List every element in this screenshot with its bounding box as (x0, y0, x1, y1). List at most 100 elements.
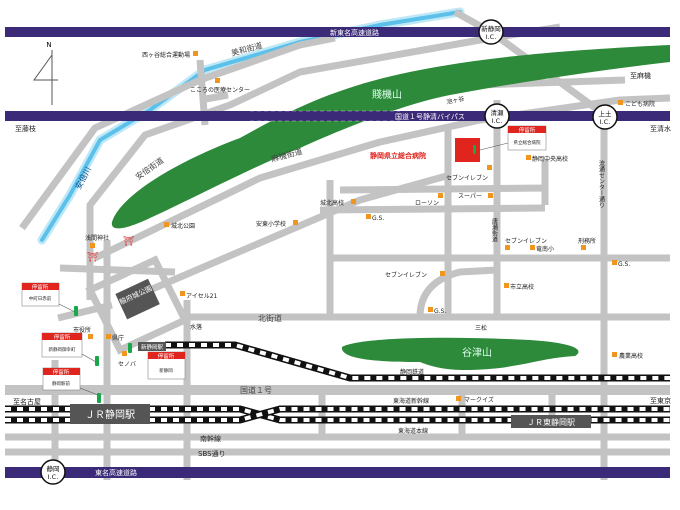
svg-text:ＪＲ東静岡駅: ＪＲ東静岡駅 (527, 417, 575, 427)
poi-gs3: G.S. (434, 308, 446, 315)
bus-stop-kenritsu: 停留所 県立総合病院 (507, 125, 547, 151)
svg-text:I.C.: I.C. (492, 117, 503, 125)
poi-kodomo: こども病院 (625, 100, 655, 108)
to-nagoya: 至名古屋 (13, 397, 41, 406)
poi-seven3: セブンイレブン (385, 271, 427, 279)
tomei-label: 東名高速道路 (95, 468, 137, 477)
svg-text:県立総合病院: 県立総合病院 (514, 139, 541, 146)
ic-shizuoka: 静岡I.C. (40, 459, 66, 485)
bus-stop-ekimae: 停留所 静岡駅前 (42, 367, 101, 403)
shin-tomei-expressway (5, 27, 670, 37)
bus-stop-icon (95, 356, 99, 366)
bus-stop-nakamachi: 停留所 中町日赤前 (21, 282, 78, 316)
kita-road-label: 北街道 (258, 313, 282, 323)
poi-sengen: 浅間神社 (85, 234, 109, 242)
bus-stop-goko: 停留所 新静岡御幸町 (41, 332, 99, 366)
nankan-label: 南幹線 (200, 434, 221, 443)
poi-ando: 安東小学校 (256, 220, 286, 228)
poi-ryunan: 竜南小 (536, 245, 554, 253)
poi-chuo-high: 静岡中央高校 (532, 155, 568, 163)
svg-text:停留所: 停留所 (32, 283, 49, 291)
tomei-expressway (5, 467, 670, 478)
poi-pref: 県庁 (112, 334, 124, 342)
ic-agetsuchi: 上土I.C. (592, 104, 618, 130)
poi-cenova: セノバ (118, 361, 136, 368)
bus-stop-icon (74, 306, 78, 316)
svg-text:I.C.: I.C. (600, 118, 611, 126)
svg-text:静岡駅前: 静岡駅前 (52, 380, 70, 387)
poi-agri-high: 農業高校 (619, 352, 643, 360)
svg-text:新静岡駅: 新静岡駅 (141, 343, 164, 351)
poi-marks: マークイズ (464, 396, 494, 404)
svg-text:ＪＲ静岡駅: ＪＲ静岡駅 (85, 408, 135, 421)
poi-seven1: セブンイレブン (446, 174, 488, 182)
pois: 西ヶ谷総合運動場 こころの医療センター こども病院 静岡中央高校 セブンイレブン… (73, 51, 655, 404)
ryutsu-road-label: 流通センター通り (598, 159, 605, 208)
station-shizuoka: ＪＲ静岡駅 (70, 404, 150, 424)
svg-text:停留所: 停留所 (54, 333, 71, 341)
station-higashi-shizuoka: ＪＲ東静岡駅 (511, 415, 591, 428)
poi-seven2: セブンイレブン (505, 237, 547, 245)
sunpu-park: 駿府城公園 (115, 278, 160, 320)
svg-text:中町日赤前: 中町日赤前 (29, 295, 52, 302)
station-shin-shizuoka: 新静岡駅 (138, 342, 166, 351)
honsen-label: 東海道本線 (398, 427, 428, 435)
karase-road-label: 唐瀬街道 (491, 217, 498, 243)
bypass-expressway (5, 111, 670, 121)
svg-text:I.C.: I.C. (48, 473, 59, 481)
bus-stop-icon (473, 145, 476, 154)
svg-text:静岡: 静岡 (47, 464, 60, 473)
svg-text:停留所: 停留所 (519, 126, 536, 134)
poi-nishigaya: 西ヶ谷総合運動場 (142, 51, 190, 59)
bus-stop-icon (97, 393, 101, 403)
svg-text:上土: 上土 (599, 109, 613, 118)
poi-gs1: G.S. (372, 215, 384, 222)
poi-city-hall: 市役所 (73, 326, 91, 334)
poi-prison: 刑務所 (578, 237, 596, 245)
shin-tomei-label: 新東名高速道路 (330, 28, 379, 37)
shizuhata-mountain (111, 45, 670, 229)
to-asahata: 至麻機 (630, 71, 651, 80)
bus-stop-icon (128, 343, 132, 353)
poi-kokoro: こころの医療センター (190, 86, 250, 94)
svg-text:清瀬: 清瀬 (491, 108, 505, 117)
to-fujieda: 至藤枝 (15, 124, 36, 133)
to-shimizu: 至清水 (650, 124, 671, 133)
svg-text:停留所: 停留所 (158, 352, 175, 360)
hospital-building (455, 138, 480, 162)
yatsu-mountain (341, 337, 579, 370)
torii-icon: ⛩ (123, 236, 134, 247)
north-arrow: N (33, 41, 58, 105)
bus-stop-shin-shizuoka: 停留所 新静岡 (128, 343, 186, 380)
poi-johoku-park: 城北公園 (171, 222, 195, 230)
shizutetsu-label: 静岡鉄道 (400, 368, 424, 376)
shizuhata-label: 賤機山 (372, 88, 402, 101)
svg-text:停留所: 停留所 (53, 368, 70, 376)
route1-label: 国道１号 (240, 385, 272, 395)
poi-city-high: 市立高校 (510, 283, 534, 291)
sbs-label: SBS通り (198, 449, 226, 458)
yatsu-label: 谷津山 (462, 347, 492, 359)
shinkansen-label: 東海道新幹線 (393, 397, 429, 405)
poi-gs2: G.S. (618, 261, 630, 268)
svg-text:I.C.: I.C. (486, 33, 497, 41)
svg-text:新静岡: 新静岡 (159, 367, 173, 374)
torii-icon: ⛩ (87, 252, 98, 263)
compass-label: N (46, 41, 51, 49)
poi-johoku-high: 城北高校 (320, 199, 344, 207)
poi-aisel: アイセル21 (186, 293, 218, 300)
ic-kiyose: 清瀬I.C. (484, 103, 510, 129)
ikegaya-label: 池ヶ谷 (446, 94, 465, 106)
to-tokyo: 至東京 (650, 396, 671, 405)
roads (5, 8, 671, 480)
poi-super: スーパー (458, 193, 482, 200)
mimatsu-label: 三松 (475, 324, 487, 332)
mizuochi-label: 水落 (190, 323, 202, 331)
hospital-label: 静岡県立総合病院 (370, 151, 426, 160)
bypass-label: 国道１号静清バイパス (395, 112, 465, 121)
svg-text:新静岡御幸町: 新静岡御幸町 (49, 346, 76, 353)
svg-text:新静岡: 新静岡 (481, 24, 501, 33)
poi-lawson: ローソン (415, 200, 439, 207)
